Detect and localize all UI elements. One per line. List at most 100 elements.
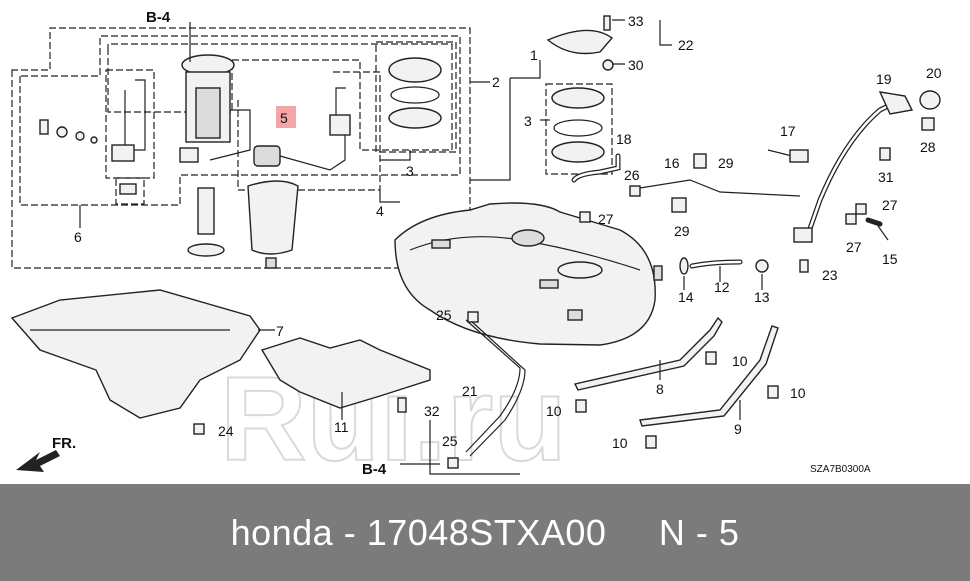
- callout-10b: 10: [790, 385, 806, 401]
- washer-part-2: [90, 136, 98, 144]
- callout-16: 16: [664, 155, 680, 171]
- pump-line: [209, 109, 251, 161]
- bolt-10d: [645, 435, 657, 449]
- callout-15: 15: [882, 251, 898, 267]
- canister-clip: [265, 257, 277, 269]
- tank-straps: [573, 316, 779, 449]
- retainer-ring: [388, 107, 442, 129]
- gauge-box: [237, 71, 381, 191]
- tank-nipple: [653, 265, 663, 281]
- callout-27c: 27: [882, 197, 898, 213]
- shield-11: [260, 337, 431, 409]
- tank-opening: [557, 261, 603, 279]
- front-label: FR.: [52, 435, 76, 452]
- pump-connector: [179, 147, 199, 163]
- bolt-10c: [575, 399, 587, 413]
- gauge-sender: [329, 114, 351, 136]
- clamp-14: [679, 257, 689, 275]
- sender-box: [105, 69, 155, 179]
- ring-box: [375, 41, 457, 153]
- callout-31: 31: [878, 169, 894, 185]
- callout-3a: 3: [406, 163, 414, 179]
- bolt-10a: [705, 351, 717, 365]
- washer-part: [75, 131, 85, 141]
- tank-body: [394, 202, 656, 346]
- leaders-22: [612, 19, 672, 65]
- callout-4: 4: [376, 203, 384, 219]
- callout-26: 26: [624, 167, 640, 183]
- callout-10c: 10: [546, 403, 562, 419]
- cap-20: [919, 90, 941, 110]
- callout-27a: 27: [598, 211, 614, 227]
- pump-strainer: [187, 243, 225, 257]
- callout-21: 21: [462, 383, 478, 399]
- highlight-5: [276, 106, 296, 128]
- callout-11: 11: [334, 419, 349, 435]
- callout-17: 17: [780, 123, 796, 139]
- fuel-tank: [394, 202, 663, 346]
- sender-arm: [124, 79, 146, 151]
- callout-18: 18: [616, 131, 632, 147]
- callout-32: 32: [424, 403, 440, 419]
- front-arrow-icon: [16, 450, 60, 472]
- o-ring: [390, 86, 440, 104]
- front-arrow: FR.: [16, 435, 76, 472]
- seal-part: [119, 183, 137, 195]
- leader-1b: [510, 60, 541, 79]
- callout-7: 7: [276, 323, 284, 339]
- lock-ring: [388, 57, 442, 83]
- tank-port: [511, 229, 545, 247]
- callout-24: 24: [218, 423, 234, 439]
- seal-box: [115, 177, 145, 205]
- clamp-25a: [467, 311, 479, 323]
- callout-2: 2: [492, 74, 500, 90]
- clip-28: [921, 117, 935, 131]
- heat-shields: [10, 289, 431, 435]
- callout-29a: 29: [718, 155, 734, 171]
- callout-1: 1: [530, 47, 538, 63]
- callout-25b: 25: [442, 433, 458, 449]
- leader-1: [470, 78, 511, 181]
- bolt-23: [799, 259, 809, 273]
- pump-core: [195, 87, 221, 139]
- bracket-pipe: [793, 227, 813, 243]
- clamp-27a: [579, 211, 591, 223]
- callout-19: 19: [876, 71, 892, 87]
- bolt-32: [397, 397, 407, 413]
- leader-lines: [79, 81, 889, 420]
- drawing-code: SZA7B0300A: [810, 464, 871, 475]
- callout-9: 9: [734, 421, 742, 437]
- ref-label-top: B-4: [146, 9, 171, 26]
- callout-10d: 10: [612, 435, 628, 451]
- bolt-part: [56, 126, 68, 138]
- o-ring-2: [553, 119, 603, 137]
- tank-rib-1: [431, 239, 451, 249]
- callout-23: 23: [822, 267, 838, 283]
- clamp-26: [629, 185, 641, 197]
- pump-canister: [247, 180, 299, 255]
- nut-30: [602, 59, 614, 71]
- callout-28: 28: [920, 139, 936, 155]
- pump-motor: [197, 187, 215, 235]
- lock-ring-2: [551, 87, 605, 109]
- callout-20: 20: [926, 65, 942, 81]
- shield-7: [10, 289, 261, 419]
- callout-3b: 3: [524, 113, 532, 129]
- clip-24: [193, 423, 205, 435]
- tank-rib-2: [539, 279, 559, 289]
- fuel-tank-top-group: [470, 15, 672, 181]
- callout-8: 8: [656, 381, 664, 397]
- callout-29b: 29: [674, 223, 690, 239]
- cover-plate: [546, 29, 614, 55]
- bolt-33: [603, 15, 611, 31]
- callout-6: 6: [74, 229, 82, 245]
- callout-12: 12: [714, 279, 730, 295]
- callout-13: 13: [754, 289, 770, 305]
- strap-9: [639, 325, 779, 427]
- pipe-16: [639, 179, 801, 197]
- leader-21: [429, 420, 520, 475]
- rod-end-17: [789, 149, 809, 163]
- bolt-10b: [767, 385, 779, 399]
- clamp-25b: [447, 457, 459, 469]
